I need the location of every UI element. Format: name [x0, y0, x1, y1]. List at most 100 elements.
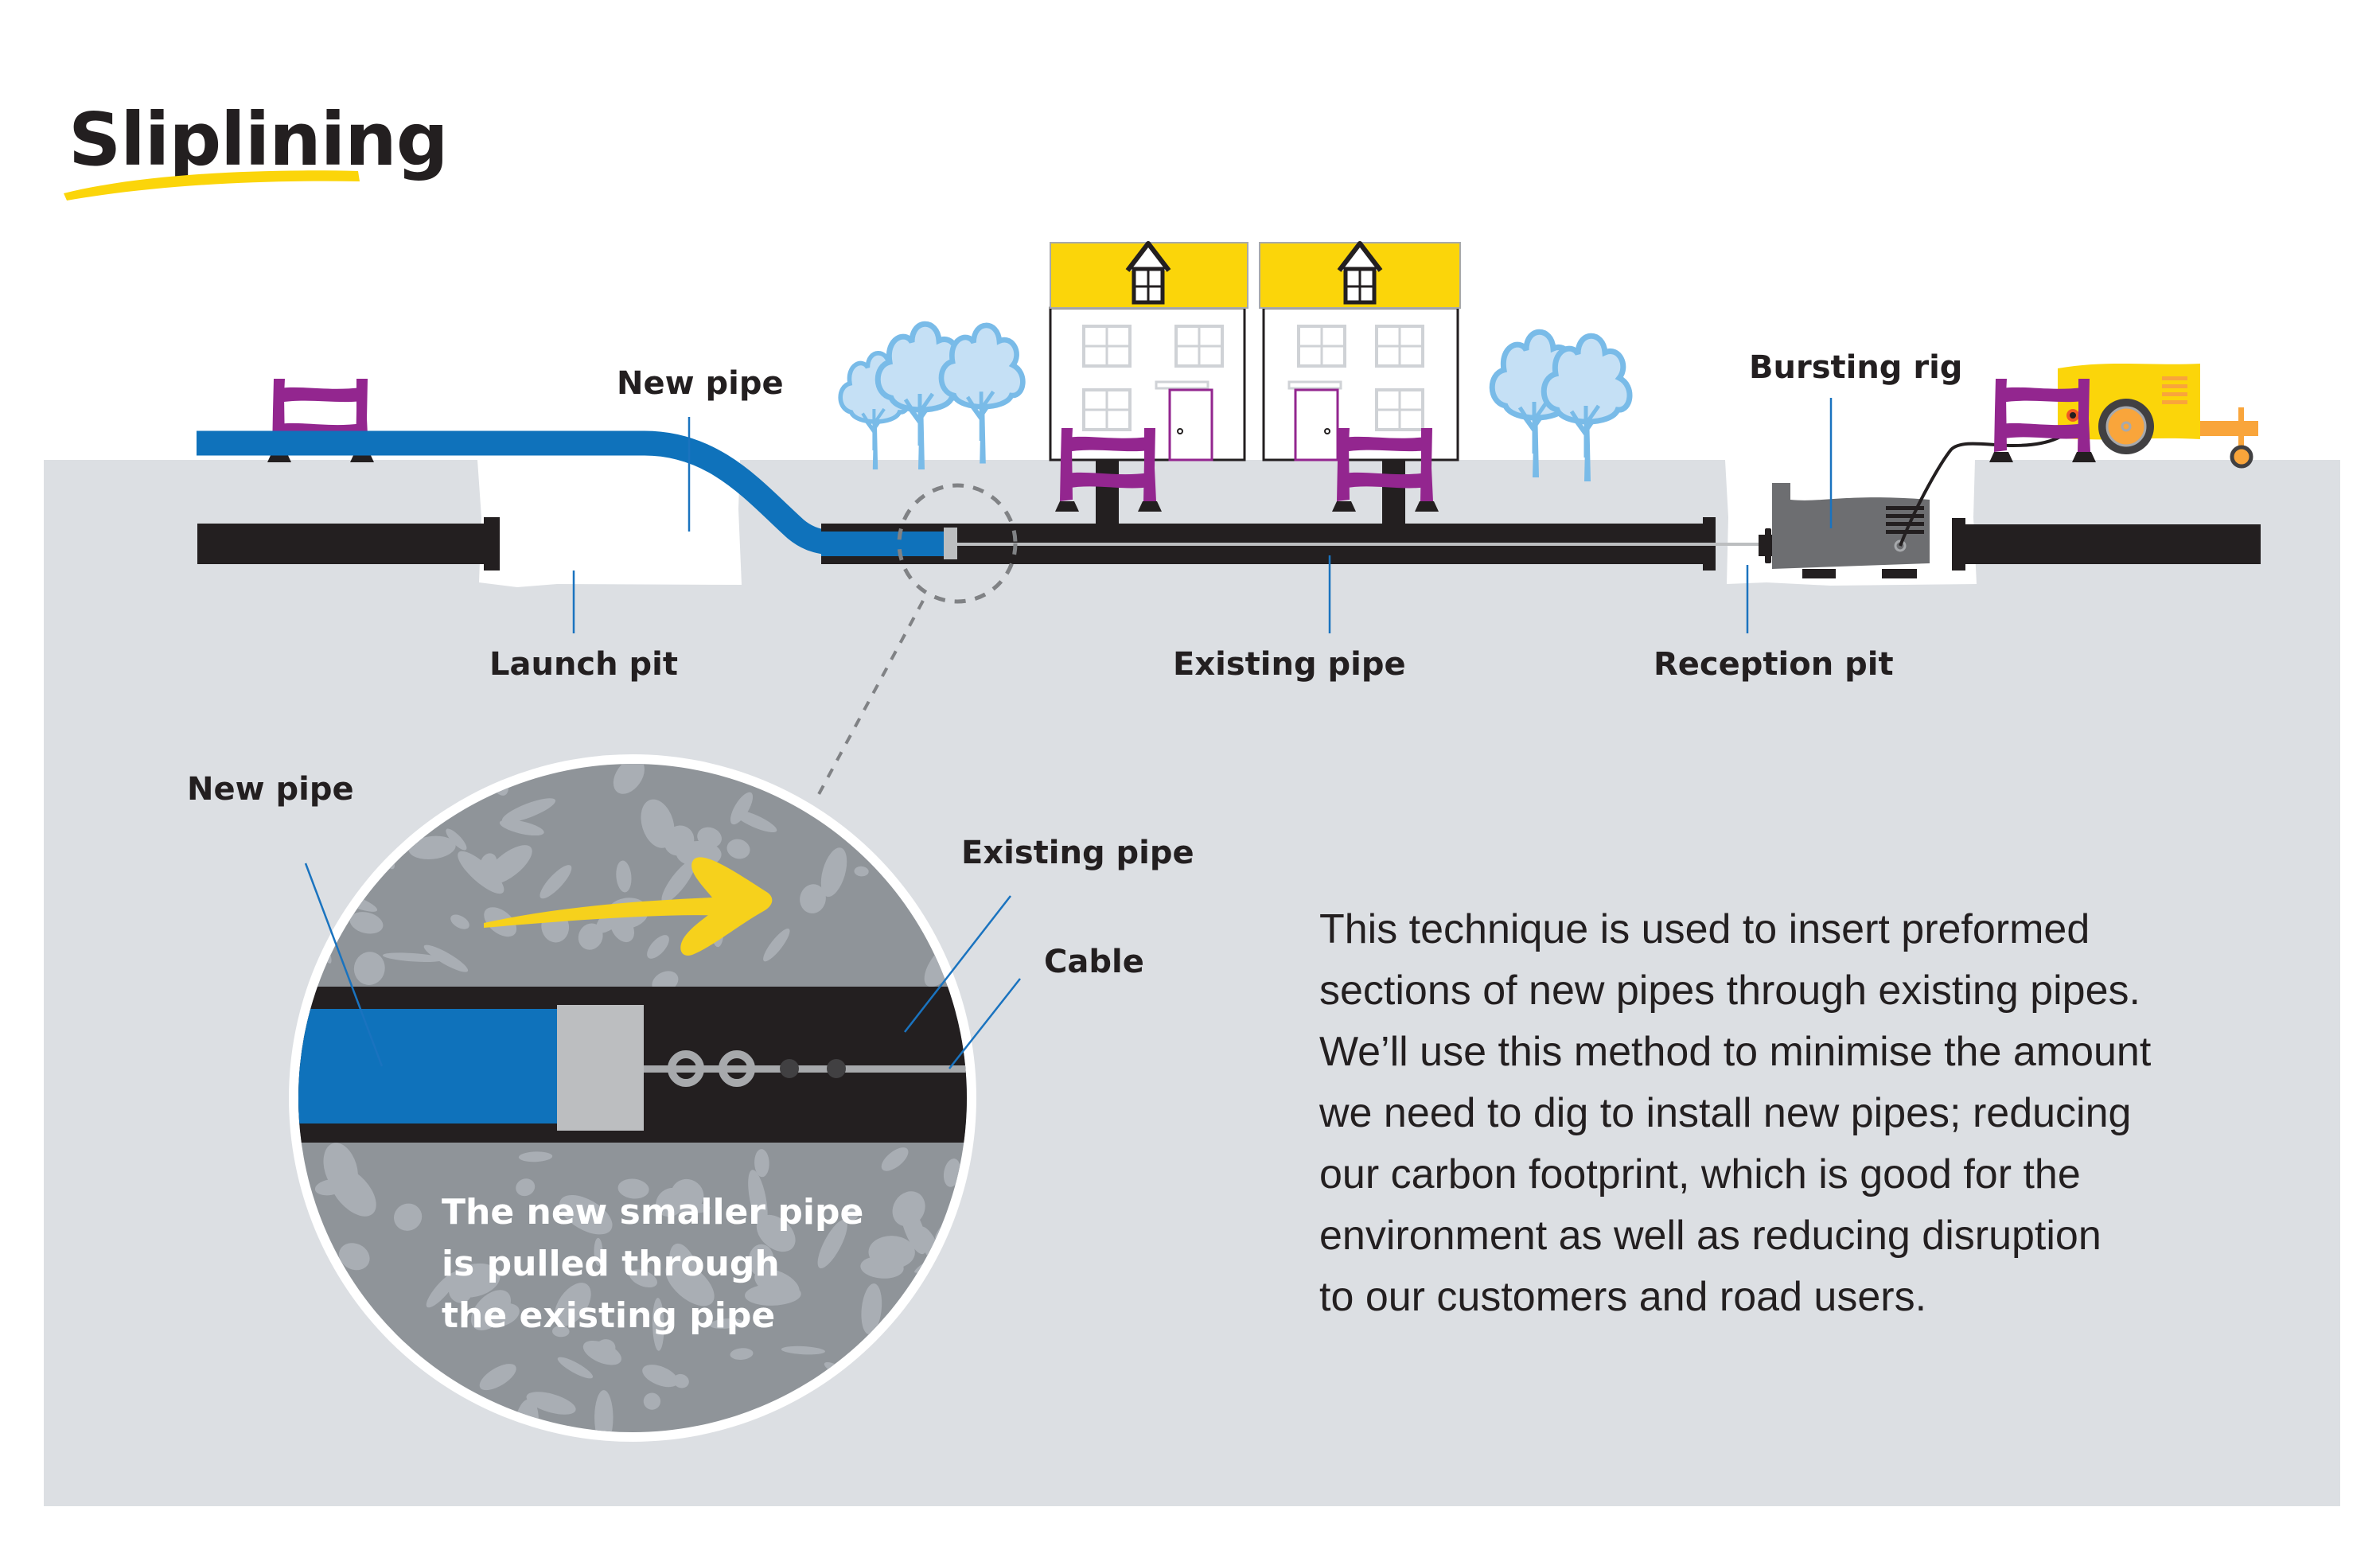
soil-fleck [501, 798, 556, 823]
inset-caption-line: is pulled through [442, 1244, 780, 1284]
label-bursting-rig: Bursting rig [1749, 349, 1962, 386]
soil-fleck [516, 1178, 536, 1197]
inset-label-cable: Cable [1044, 944, 1144, 980]
soil-fleck [748, 1170, 768, 1228]
tree-group-left [840, 324, 1023, 469]
soil-fleck [652, 1298, 664, 1351]
soil-fleck [800, 884, 826, 913]
leader-line [304, 863, 384, 1067]
soil-fleck [539, 865, 572, 899]
service-pipe [1382, 460, 1405, 525]
soil-fleck [861, 1283, 882, 1335]
existing-pipe [821, 517, 1766, 571]
soil-fleck [479, 1364, 516, 1391]
door [1294, 388, 1339, 461]
window-icon [1082, 325, 1132, 368]
title-underline [64, 170, 360, 201]
soil-fleck [868, 1236, 915, 1269]
hydraulic-hose [1899, 423, 2074, 547]
soil-fleck [881, 1147, 909, 1171]
soil-fleck [756, 1214, 796, 1252]
soil-fleck [730, 1348, 754, 1360]
pipe-connector [944, 528, 957, 559]
window-icon [1082, 388, 1132, 431]
inset-connector [557, 1005, 644, 1131]
soil-fleck [423, 944, 469, 972]
tree-icon [941, 325, 1023, 464]
soil-fleck [817, 1219, 847, 1269]
label-new-pipe: New pipe [617, 365, 784, 402]
description-line: to our customers and road users. [1319, 1274, 1926, 1320]
label-existing-pipe: Existing pipe [1173, 646, 1406, 683]
description-line: our carbon footprint, which is good for … [1319, 1151, 2081, 1197]
tree-icon [1544, 336, 1630, 481]
soil-fleck [613, 764, 645, 794]
soil-fleck [643, 1392, 661, 1410]
service-pipe [1096, 460, 1119, 525]
soil-fleck [554, 1283, 591, 1326]
house-right [1259, 243, 1461, 461]
soil-fleck [338, 1243, 370, 1271]
soil-fleck [450, 914, 469, 929]
soil-fleck [900, 1203, 927, 1255]
soil-fleck [661, 859, 696, 903]
soil-fleck [349, 912, 384, 934]
soil-fleck [426, 1271, 458, 1308]
soil-fleck [552, 1326, 570, 1338]
window-icon [1375, 388, 1424, 431]
soil-fleck [845, 1207, 859, 1221]
window-icon [1174, 325, 1224, 368]
tree-group-right [1492, 332, 1630, 481]
door [1168, 388, 1213, 461]
leader-line [948, 978, 1021, 1069]
soil-fleck [557, 1357, 594, 1379]
description-line: environment as well as reducing disrupti… [1319, 1213, 2101, 1259]
inset-caption-line: the existing pipe [442, 1295, 775, 1336]
soil-fleck [726, 839, 750, 859]
soil-fleck [616, 860, 632, 893]
soil-fleck [485, 845, 532, 885]
inset-label-existing-pipe: Existing pipe [961, 835, 1194, 871]
soil-fleck [709, 1318, 743, 1329]
pipe-section-left [197, 517, 500, 571]
soil-fleck [526, 1392, 576, 1415]
window-icon [1297, 325, 1346, 368]
soil-fleck [594, 1237, 603, 1266]
soil-fleck [854, 866, 869, 877]
soil-fleck [353, 952, 385, 985]
launch-pit [477, 460, 742, 587]
zoom-indicator-circle [897, 483, 1018, 604]
soil-fleck [480, 853, 497, 872]
soil-fleck [617, 1178, 649, 1199]
soil-fleck [518, 1151, 553, 1162]
pipe-section-right [1952, 518, 2261, 571]
new-pipe-inserted [821, 532, 944, 556]
soil-fleck [763, 929, 790, 962]
soil-fleck [408, 835, 456, 859]
soil-fleck [446, 828, 467, 851]
description-line: we need to dig to install new pipes; red… [1319, 1090, 2131, 1136]
soil-fleck [578, 923, 603, 950]
soil-fleck [697, 827, 722, 848]
soil-fleck [754, 1268, 800, 1300]
soil-fleck [820, 847, 847, 898]
description-line: This technique is used to insert preform… [1319, 906, 2090, 952]
inset-cable [644, 1065, 967, 1073]
soil-fleck [559, 1195, 613, 1235]
title-group: Sliplining [64, 97, 449, 201]
soil-fleck [669, 1243, 701, 1298]
window-icon [1375, 325, 1424, 368]
page-title: Sliplining [68, 97, 448, 182]
soil-fleck [943, 1159, 961, 1187]
inset-new-pipe [298, 1009, 557, 1123]
label-launch-pit: Launch pit [489, 646, 678, 683]
soil-fleck [594, 1339, 616, 1357]
soil-fleck [642, 1365, 679, 1388]
soil-fleck [647, 935, 669, 959]
description-paragraph: This technique is used to insert preform… [1319, 906, 2152, 1320]
direction-arrow-icon [484, 857, 773, 956]
description-line: We’ll use this method to minimise the am… [1319, 1029, 2152, 1075]
soil-fleck [448, 1278, 473, 1303]
soil-fleck [754, 1149, 769, 1178]
